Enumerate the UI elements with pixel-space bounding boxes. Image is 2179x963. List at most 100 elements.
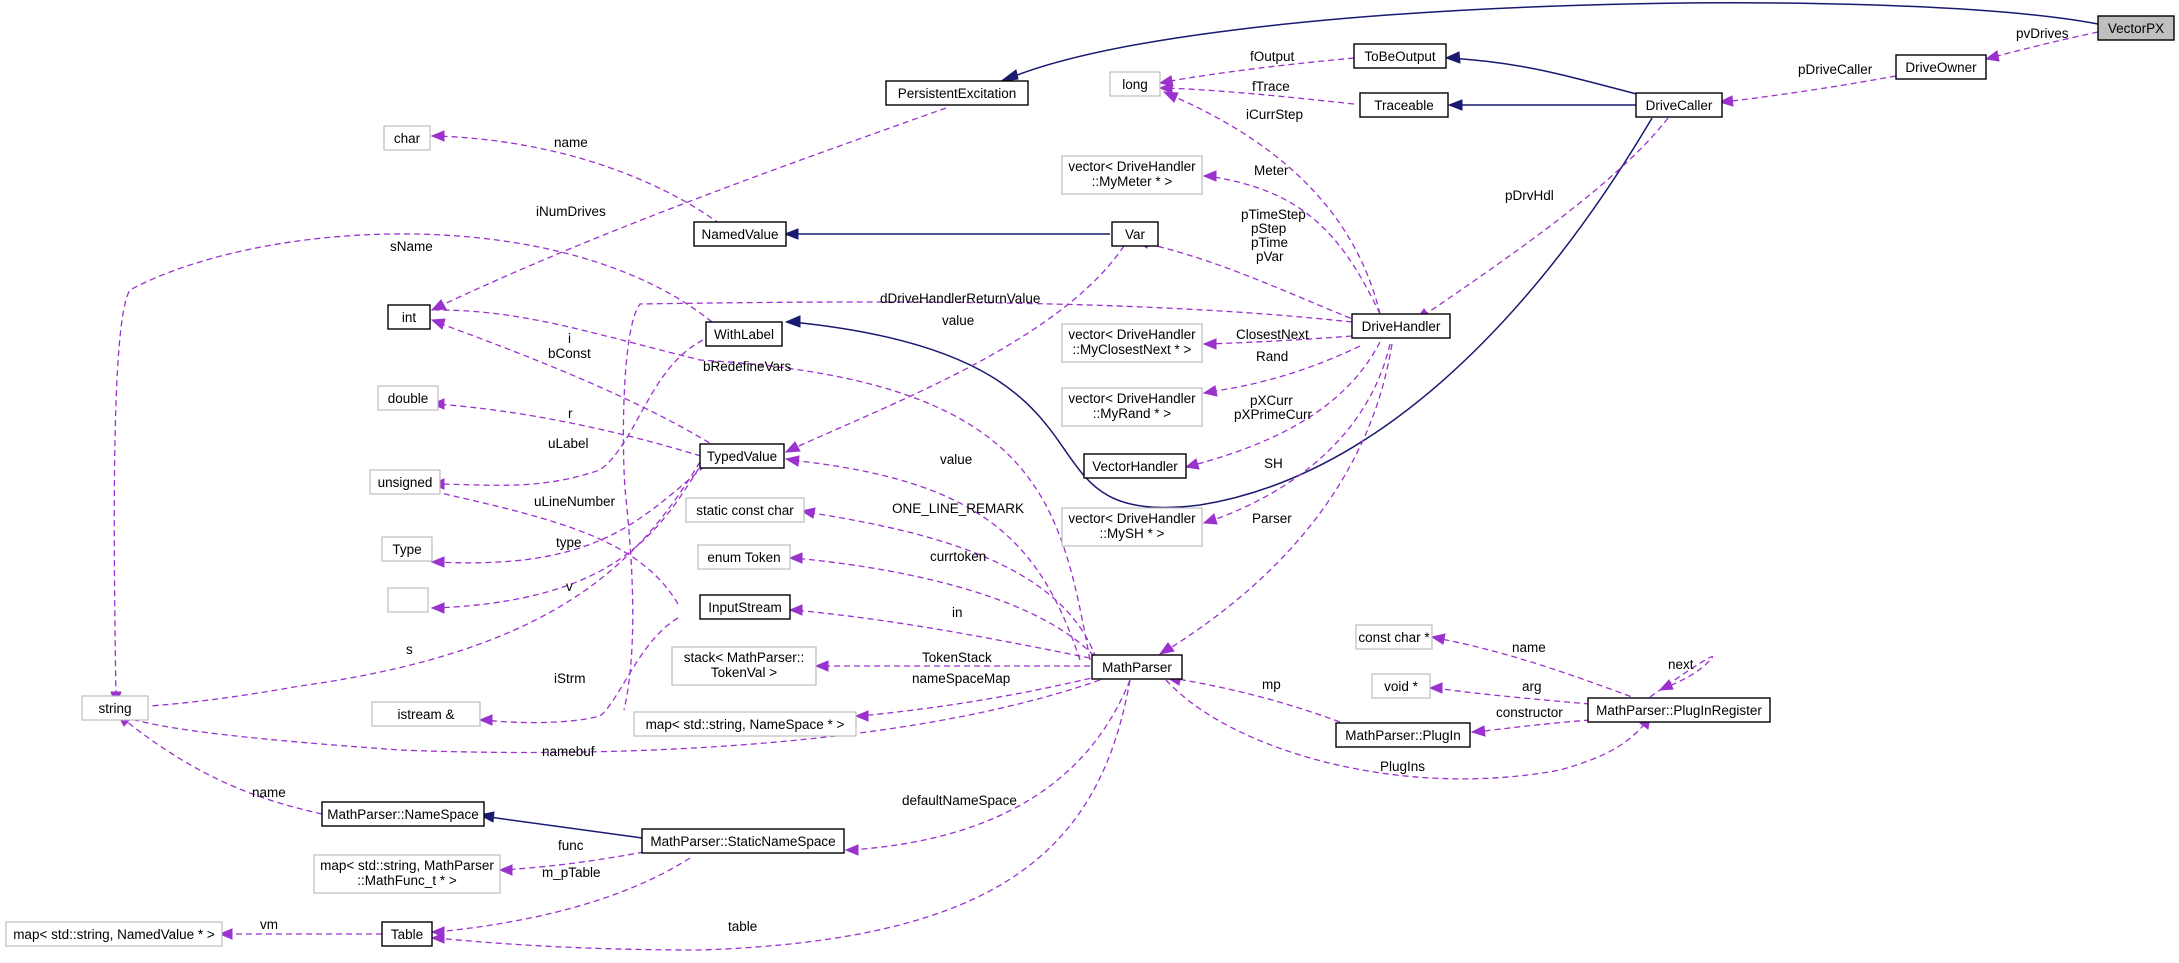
- node-void-ptr[interactable]: void *: [1371, 673, 1431, 699]
- edge-label-mptable: m_pTable: [542, 865, 601, 880]
- node-map-mathfunc[interactable]: map< std::string, MathParser ::MathFunc_…: [313, 854, 501, 894]
- edge-mptable: [435, 857, 691, 933]
- node-vectorpx[interactable]: VectorPX: [2097, 15, 2175, 41]
- edge-label-ptimestep: pTimeStep: [1241, 207, 1306, 222]
- node-mathparser-namespace[interactable]: MathParser::NameSpace: [321, 801, 485, 827]
- edge-arrowhead: [788, 552, 803, 564]
- node-unnamed-type[interactable]: [387, 587, 429, 613]
- edge-v: [435, 459, 705, 609]
- edge-arrowhead: [1158, 82, 1173, 94]
- node-static-const-char[interactable]: static const char: [685, 497, 805, 523]
- edge-arrowhead: [218, 928, 233, 940]
- edge-arrowhead: [854, 710, 869, 722]
- node-string[interactable]: string: [81, 695, 149, 721]
- edge-r: [435, 403, 721, 463]
- node-mathparser[interactable]: MathParser: [1091, 654, 1183, 680]
- node-long[interactable]: long: [1109, 71, 1161, 97]
- edge-arrowhead: [1162, 91, 1179, 103]
- node-vector-mymeter[interactable]: vector< DriveHandler ::MyMeter * >: [1061, 155, 1203, 195]
- edge-label-pxprimecurr: pXPrimeCurr: [1234, 407, 1313, 422]
- edge-label-bredefinevars: bRedefineVars: [703, 359, 792, 374]
- edge-func: [503, 851, 645, 871]
- node-double[interactable]: double: [377, 385, 439, 411]
- edge-arrowhead: [1470, 725, 1486, 737]
- edge-label-pvdrives: pvDrives: [2016, 26, 2069, 41]
- edges: [110, 2, 2099, 951]
- edge-arrowhead: [1984, 50, 2000, 62]
- edge-arrowhead: [430, 556, 445, 568]
- edge-in: [793, 609, 1091, 659]
- edge-sname: [113, 233, 713, 701]
- node-label: InputStream: [708, 600, 782, 615]
- node-enum-token[interactable]: enum Token: [697, 544, 791, 570]
- node-label: Traceable: [1374, 98, 1434, 113]
- edge-label-one-line-remark: ONE_LINE_REMARK: [892, 501, 1024, 516]
- node-label: map< std::string, NameSpace * >: [646, 717, 845, 732]
- edge-arrowhead: [788, 604, 803, 616]
- node-type[interactable]: Type: [381, 536, 433, 562]
- edge-arrowhead: [1658, 679, 1674, 691]
- edge-arrowhead: [430, 602, 445, 614]
- node-int[interactable]: int: [387, 304, 431, 330]
- node-label: MathParser::NameSpace: [327, 807, 479, 822]
- edge-name-ns: [121, 717, 323, 815]
- edge-arrowhead: [1158, 642, 1175, 655]
- edge-arrowhead: [430, 932, 445, 944]
- node-label: ToBeOutput: [1364, 49, 1436, 64]
- edge-foutput: [1164, 57, 1355, 83]
- node-label: vector< DriveHandler: [1068, 159, 1196, 174]
- edge-arrowhead: [784, 315, 801, 328]
- node-vector-mysh[interactable]: vector< DriveHandler ::MySH * >: [1061, 507, 1203, 547]
- node-withlabel[interactable]: WithLabel: [705, 321, 783, 347]
- edge-label-namebuf: namebuf: [542, 744, 595, 759]
- edge-label-next: next: [1668, 657, 1694, 672]
- node-tobeoutput[interactable]: ToBeOutput: [1353, 43, 1447, 69]
- edge-label-in: in: [952, 605, 963, 620]
- node-char[interactable]: char: [383, 125, 431, 151]
- node-mathparser-pluginregister[interactable]: MathParser::PlugInRegister: [1587, 697, 1771, 723]
- node-driveowner[interactable]: DriveOwner: [1895, 54, 1987, 80]
- edge-label-sh: SH: [1264, 456, 1283, 471]
- node-namedvalue[interactable]: NamedValue: [693, 221, 787, 247]
- node-vectorhandler[interactable]: VectorHandler: [1083, 453, 1187, 479]
- edge-arg: [1433, 687, 1591, 705]
- node-unsigned[interactable]: unsigned: [369, 469, 441, 495]
- edge-label-i: i: [568, 331, 571, 346]
- node-label: int: [402, 310, 417, 325]
- node-vector-myrand[interactable]: vector< DriveHandler ::MyRand * >: [1061, 387, 1203, 427]
- edge-arrowhead: [1430, 633, 1446, 645]
- edge-label-name-pir: name: [1512, 640, 1546, 655]
- node-label: Table: [391, 927, 423, 942]
- node-label: void *: [1384, 679, 1419, 694]
- node-traceable[interactable]: Traceable: [1359, 92, 1449, 118]
- node-drivecaller[interactable]: DriveCaller: [1635, 92, 1723, 118]
- node-inputstream[interactable]: InputStream: [699, 594, 791, 620]
- edge-next: [1649, 655, 1714, 698]
- node-persistentexcitation[interactable]: PersistentExcitation: [885, 80, 1029, 106]
- node-label: vector< DriveHandler: [1068, 511, 1196, 526]
- node-table[interactable]: Table: [381, 921, 433, 947]
- node-label: NamedValue: [701, 227, 778, 242]
- node-label: DriveCaller: [1646, 98, 1713, 113]
- node-const-char-ptr[interactable]: const char *: [1355, 624, 1433, 650]
- node-label: unsigned: [378, 475, 433, 490]
- node-map-namedvalue[interactable]: map< std::string, NamedValue * >: [5, 921, 223, 947]
- edge-label-pdrvhdl: pDrvHdl: [1505, 188, 1554, 203]
- node-map-namespace[interactable]: map< std::string, NameSpace * >: [633, 711, 857, 737]
- edge-pxcurr: [1189, 341, 1381, 467]
- node-vector-myclosestnext[interactable]: vector< DriveHandler ::MyClosestNext * >: [1061, 323, 1203, 363]
- node-mathparser-plugin[interactable]: MathParser::PlugIn: [1335, 722, 1471, 748]
- node-istream-ref[interactable]: istream &: [371, 701, 481, 727]
- edge-istrm: [483, 617, 679, 724]
- edge-label-name-char: name: [554, 135, 588, 150]
- edge-mp: [1171, 677, 1341, 723]
- edge-ftrace: [1164, 87, 1355, 105]
- node-typedvalue[interactable]: TypedValue: [699, 443, 785, 469]
- node-drivehandler[interactable]: DriveHandler: [1351, 313, 1451, 339]
- node-var[interactable]: Var: [1111, 221, 1159, 247]
- node-mathparser-staticnamespace[interactable]: MathParser::StaticNameSpace: [641, 828, 845, 854]
- edge-pvars: [1139, 241, 1361, 323]
- node-stack-tokenval[interactable]: stack< MathParser:: TokenVal >: [671, 646, 817, 686]
- node-label: DriveHandler: [1362, 319, 1441, 334]
